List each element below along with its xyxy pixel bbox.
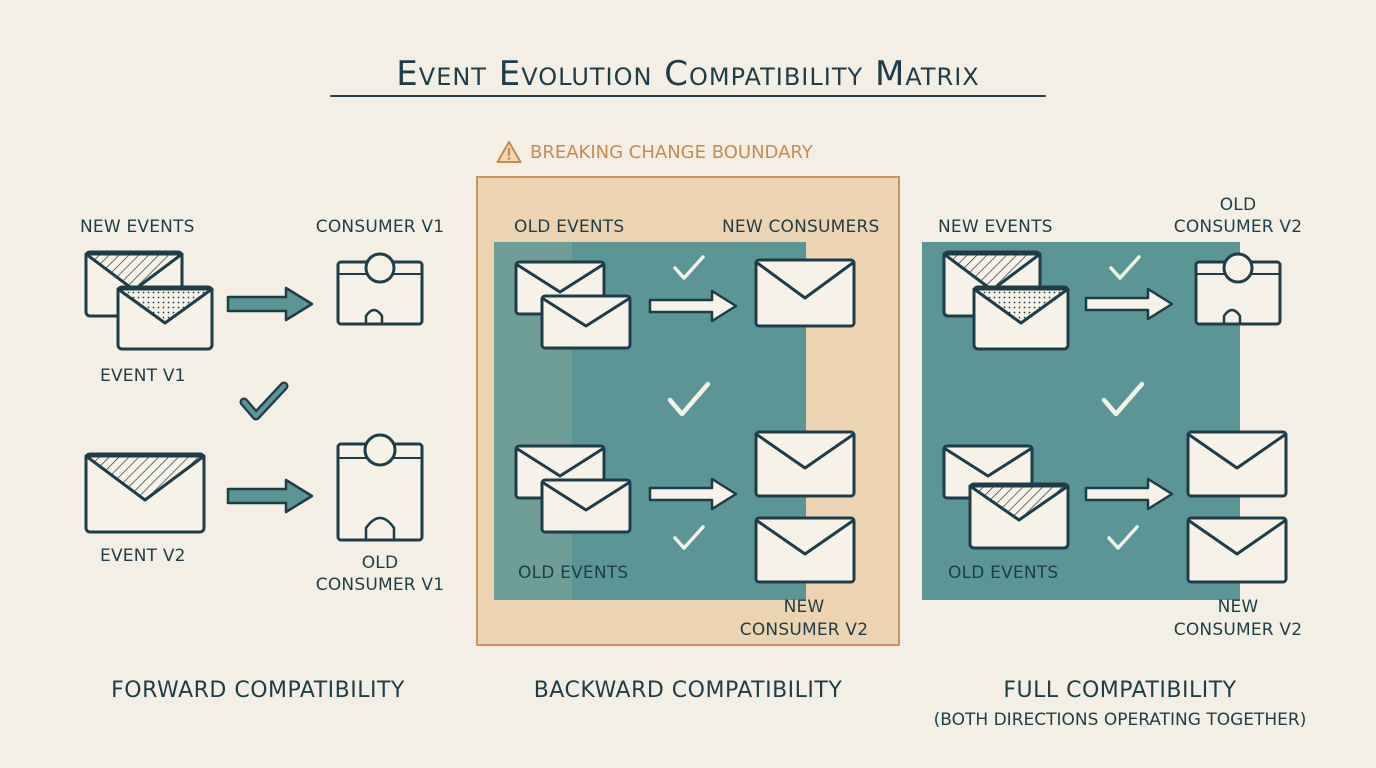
full-section-subtitle: (Both directions operating together) [933, 710, 1307, 730]
envelope-icon [84, 452, 206, 534]
envelope-icon [540, 294, 632, 350]
envelope-icon [1186, 430, 1288, 498]
breaking-change-label: Breaking change boundary [496, 140, 813, 164]
checkmark-icon [1109, 255, 1141, 280]
backward-new-consumer-label-2: Consumer v2 [739, 620, 869, 640]
arrow-right-icon [648, 289, 738, 323]
envelope-icon [968, 482, 1070, 550]
forward-section-title: Forward Compatibility [111, 678, 405, 703]
checkmark-icon [1107, 525, 1139, 550]
backward-section-title: Backward Compatibility [533, 678, 843, 703]
checkmark-icon [673, 525, 705, 550]
backward-new-consumers-label: New consumers [722, 217, 880, 237]
page-title: Event Evolution Compatibility Matrix [396, 54, 980, 94]
envelope-icon [754, 516, 856, 584]
title-underline [330, 95, 1046, 97]
full-old-events-label: Old events [948, 563, 1059, 583]
checkmark-icon [239, 381, 289, 421]
checkmark-icon [673, 255, 705, 280]
arrow-right-icon [1084, 477, 1174, 511]
envelope-icon [1186, 516, 1288, 584]
warning-icon [496, 141, 522, 163]
full-old-consumer-label-1: Old [1219, 195, 1257, 215]
forward-old-consumer-label-2: Consumer v1 [315, 575, 445, 595]
forward-event-v2-label: Event v2 [100, 546, 186, 566]
envelope-icon [540, 478, 632, 534]
envelope-icon [754, 258, 856, 328]
arrow-right-icon [1084, 287, 1174, 321]
consumer-icon [1194, 252, 1282, 326]
full-new-consumer-label-1: New [1217, 597, 1259, 617]
forward-consumer-v1-label: Consumer v1 [315, 217, 445, 237]
full-new-events-label: New events [938, 217, 1053, 237]
backward-old-events-bottom-label: Old events [518, 563, 629, 583]
full-new-consumer-label-2: Consumer v2 [1173, 620, 1303, 640]
backward-old-events-label: Old events [514, 217, 625, 237]
forward-event-v1-label: Event v1 [100, 366, 186, 386]
arrow-right-icon [226, 478, 314, 514]
full-section-title: Full Compatibility [1003, 678, 1237, 703]
envelope-icon [972, 285, 1070, 351]
checkmark-icon [667, 381, 711, 417]
forward-new-events-label: New events [80, 217, 195, 237]
consumer-icon [336, 433, 424, 542]
envelope-icon [754, 430, 856, 498]
arrow-right-icon [648, 477, 738, 511]
breaking-change-text: Breaking change boundary [530, 141, 813, 163]
consumer-icon [336, 252, 424, 326]
checkmark-icon [1101, 381, 1145, 417]
forward-old-consumer-label-1: Old [361, 553, 399, 573]
arrow-right-icon [226, 286, 314, 322]
envelope-icon [116, 285, 214, 351]
backward-new-consumer-label-1: New [783, 597, 825, 617]
full-old-consumer-label-2: Consumer v2 [1173, 217, 1303, 237]
